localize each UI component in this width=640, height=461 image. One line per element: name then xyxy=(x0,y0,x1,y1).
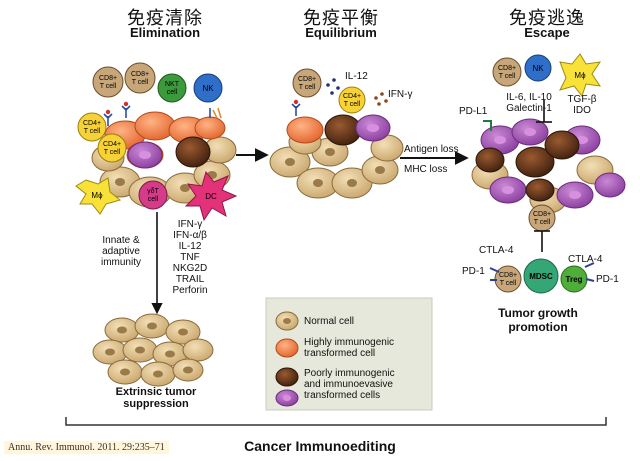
cd8-t-cell-top: CD8+ T cell xyxy=(528,204,556,232)
ligand-marks xyxy=(212,107,222,119)
escape-title-en: Escape xyxy=(524,25,570,40)
pdl1-mark xyxy=(483,120,492,131)
svg-text:Treg: Treg xyxy=(566,275,583,284)
svg-text:NK: NK xyxy=(202,84,214,93)
elimination-title-cn: 免疫清除 xyxy=(127,8,203,29)
cd4-t-cell-b: CD4+ T cell xyxy=(97,133,127,163)
svg-text:Mϕ: Mϕ xyxy=(91,191,103,200)
svg-text:DC: DC xyxy=(205,192,217,201)
svg-text:NK: NK xyxy=(532,64,544,73)
svg-text:CD8+: CD8+ xyxy=(131,71,149,78)
il12-label: IL-12 xyxy=(345,71,368,82)
cd8-t-cell-equil: CD8+ T cell xyxy=(292,68,322,98)
escape-tumor-cluster xyxy=(471,118,626,214)
svg-text:CD8+: CD8+ xyxy=(99,75,117,82)
mdsc-cell: MDSC xyxy=(523,258,559,294)
cd8-t-cell-escape: CD8+ T cell xyxy=(492,57,522,87)
ctla4-right-label: CTLA-4 xyxy=(568,254,603,265)
checkpoint-receptors xyxy=(489,262,595,282)
cd4-t-cell-equil: CD4+ T cell xyxy=(338,86,366,114)
svg-text:CD8+: CD8+ xyxy=(498,65,516,72)
antigen-loss-label: Antigen loss xyxy=(404,144,459,155)
svg-text:CD4+: CD4+ xyxy=(103,141,121,148)
svg-text:CD8+: CD8+ xyxy=(533,211,551,218)
svg-text:γδT: γδT xyxy=(147,188,159,195)
gdt-cell: γδT cell xyxy=(138,180,168,210)
pd1-left-label: PD-1 xyxy=(462,266,485,277)
svg-text:T cell: T cell xyxy=(100,83,117,90)
pd1-right-label: PD-1 xyxy=(596,274,619,285)
equilibrium-title-en: Equilibrium xyxy=(305,25,377,40)
svg-text:Mϕ: Mϕ xyxy=(574,71,586,80)
citation: Annu. Rev. Immunol. 2011. 29:235–71 xyxy=(4,441,169,454)
mhc-loss-label: MHC loss xyxy=(404,164,448,175)
pdl1-label: PD-L1 xyxy=(459,106,488,117)
svg-text:CD8+: CD8+ xyxy=(499,272,517,279)
ifng-label: IFN-γ xyxy=(388,89,413,100)
nk-cell-escape: NK xyxy=(524,54,552,82)
nkt-cell: NKT cell xyxy=(157,73,187,103)
svg-text:T cell: T cell xyxy=(500,280,517,287)
ctla4-left-label: CTLA-4 xyxy=(479,245,514,256)
svg-text:T cell: T cell xyxy=(344,101,361,108)
svg-text:T cell: T cell xyxy=(104,149,121,156)
nk-cell-elim: NK xyxy=(193,73,223,103)
bottom-title: Cancer Immunoediting xyxy=(244,438,396,454)
treg-cell: Treg xyxy=(560,265,588,293)
antigen-equil xyxy=(293,99,299,105)
il12-dots xyxy=(326,78,340,95)
bottom-bracket xyxy=(65,417,607,426)
ifng-dots xyxy=(374,92,388,106)
escape-title-cn: 免疫逃逸 xyxy=(509,8,585,29)
svg-text:T cell: T cell xyxy=(534,219,551,226)
receptors-elim xyxy=(103,105,211,126)
svg-text:CD4+: CD4+ xyxy=(343,93,361,100)
legend-purple-swatch xyxy=(275,389,299,407)
legend-dark-swatch xyxy=(275,367,299,387)
macrophage-elim: Mϕ xyxy=(75,177,122,215)
legend-high-swatch xyxy=(275,338,299,358)
antigens-elim xyxy=(105,101,129,115)
macrophage-escape: Mϕ xyxy=(559,53,602,98)
cd8-t-cell-pd1: CD8+ T cell xyxy=(494,265,522,293)
equilibrium-tumor-cluster xyxy=(269,114,404,199)
svg-text:MDSC: MDSC xyxy=(529,272,553,281)
svg-text:NKT: NKT xyxy=(165,81,180,88)
elimination-title-en: Elimination xyxy=(129,25,201,40)
legend-normal-swatch xyxy=(275,311,299,331)
svg-text:T cell: T cell xyxy=(299,84,316,91)
cd8-t-cell-b: CD8+ T cell xyxy=(124,62,156,94)
cd8-t-cell-a: CD8+ T cell xyxy=(92,66,124,98)
svg-text:CD4+: CD4+ xyxy=(83,120,101,127)
cd4-t-cell-a: CD4+ T cell xyxy=(77,112,107,142)
legend-normal-text: Normal cell xyxy=(304,316,355,327)
svg-text:T cell: T cell xyxy=(499,73,516,80)
equilibrium-title-cn: 免疫平衡 xyxy=(303,8,379,29)
svg-text:T cell: T cell xyxy=(132,79,149,86)
svg-text:T cell: T cell xyxy=(84,128,101,135)
svg-text:cell: cell xyxy=(148,196,159,203)
svg-text:cell: cell xyxy=(167,89,178,96)
receptors-equil xyxy=(291,103,301,116)
extrinsic-nuclei xyxy=(105,322,193,378)
svg-text:CD8+: CD8+ xyxy=(298,76,316,83)
dendritic-cell: DC xyxy=(184,170,238,222)
